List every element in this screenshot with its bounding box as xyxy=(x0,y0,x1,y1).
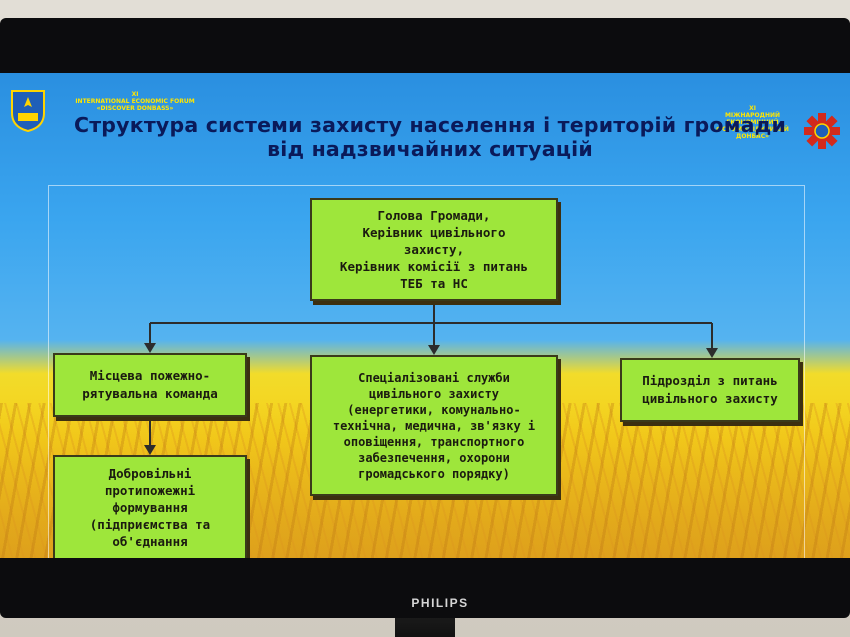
box-civil-protection-unit: Підрозділ з питань цивільного захисту xyxy=(620,358,800,422)
box-local-fire-rescue-team: Місцева пожежно- рятувальна команда xyxy=(53,353,247,417)
rescue-service-icon xyxy=(804,113,840,149)
slide-inner-frame xyxy=(48,185,805,558)
slide-title-line-1: Структура системи захисту населення і те… xyxy=(73,113,787,137)
slide-title-line-2: від надзвичайних ситуацій xyxy=(267,137,593,161)
box-community-head: Голова Громади, Керівник цивільного захи… xyxy=(310,198,558,301)
forum-caption-left: XI INTERNATIONAL ECONOMIC FORUM «DISCOVE… xyxy=(75,91,195,112)
org-chart-connectors xyxy=(144,301,718,455)
slide-title: Структура системи захисту населення і те… xyxy=(50,113,810,161)
tv-frame: XI INTERNATIONAL ECONOMIC FORUM «DISCOVE… xyxy=(0,18,850,618)
box-specialized-services: Спеціалізовані служби цивільного захисту… xyxy=(310,355,558,496)
forum-caption-right: XI МІЖНАРОДНИЙ ЕКОНОМІЧНИЙ ФОРУМ «ВІДКРИ… xyxy=(716,105,789,140)
tv-brand-logo: PHILIPS xyxy=(411,596,469,610)
box-volunteer-fire-formations: Добровільні протипожежні формування (під… xyxy=(53,455,247,558)
presentation-slide: XI INTERNATIONAL ECONOMIC FORUM «DISCOVE… xyxy=(0,73,850,558)
emblem-icon xyxy=(11,90,45,133)
